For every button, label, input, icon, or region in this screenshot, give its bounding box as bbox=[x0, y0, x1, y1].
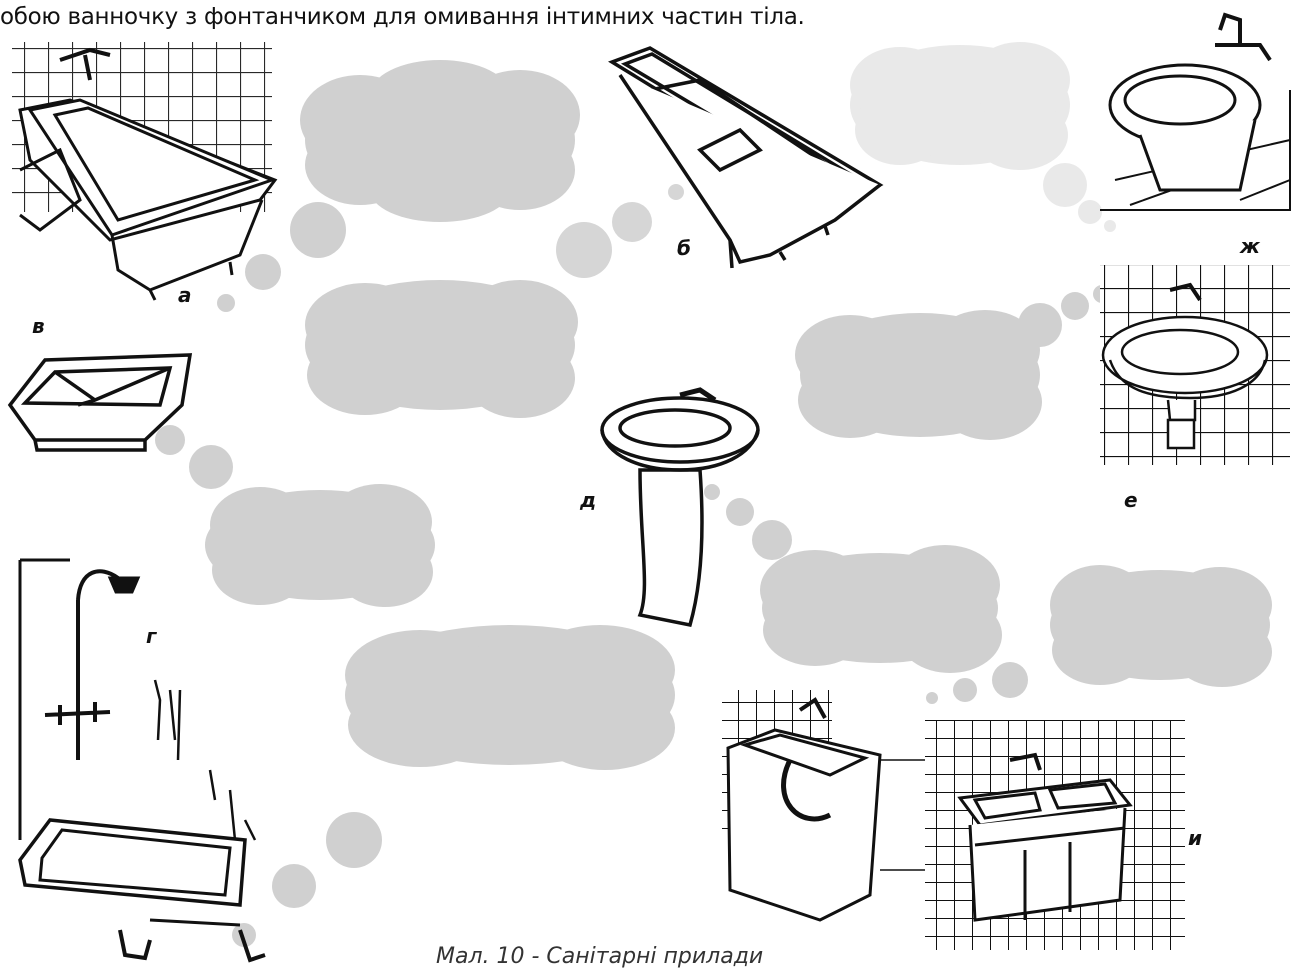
figure-caption: Мал. 10 - Санітарні прилади bbox=[436, 944, 763, 969]
thought-cloud-6 bbox=[760, 545, 1028, 704]
label-g: г bbox=[146, 624, 156, 648]
thought-cloud-7 bbox=[1050, 565, 1272, 687]
label-b: б bbox=[677, 236, 691, 260]
washbasin-e-drawing bbox=[1100, 265, 1290, 465]
sinks-i-drawing bbox=[722, 690, 1185, 950]
thought-dots-d bbox=[704, 484, 792, 560]
thought-cloud-5 bbox=[130, 408, 435, 607]
label-v: в bbox=[32, 314, 45, 338]
thought-dots-b bbox=[556, 184, 684, 278]
thought-cloud-8 bbox=[232, 625, 675, 947]
bathtub-a-drawing bbox=[12, 42, 275, 300]
thought-cloud-3 bbox=[305, 280, 578, 418]
label-e: е bbox=[1124, 488, 1138, 512]
shower-g-drawing bbox=[20, 560, 265, 960]
thought-cloud-2 bbox=[850, 42, 1116, 232]
label-a: а bbox=[178, 283, 192, 307]
label-i: и bbox=[1188, 826, 1202, 850]
label-zh: ж bbox=[1240, 234, 1260, 258]
label-d: д bbox=[580, 488, 596, 512]
thought-cloud-4 bbox=[795, 285, 1111, 440]
bathtub-b-drawing bbox=[612, 48, 880, 268]
bidet-zh-drawing bbox=[1100, 15, 1290, 210]
